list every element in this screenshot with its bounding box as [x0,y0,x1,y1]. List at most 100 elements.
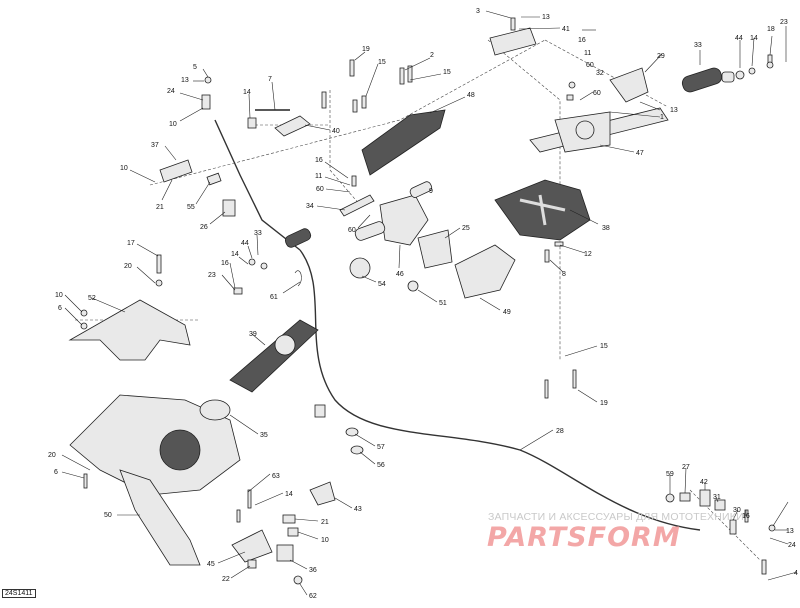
callout-14: 14 [750,35,758,42]
callout-56: 56 [377,462,385,469]
callout-40: 40 [332,128,340,135]
callout-33: 33 [694,42,702,49]
watermark-tagline: ЗАПЧАСТИ И АКСЕССУАРЫ ДЛЯ МОТОТЕХНИКИ [488,511,744,523]
callout-14: 14 [243,89,251,96]
reference-code: 24S1411 [2,589,36,598]
callout-4: 4 [794,570,798,577]
callout-60: 60 [348,227,356,234]
upper-cable [214,119,301,251]
callout-57: 57 [377,444,385,451]
callout-63: 63 [272,473,280,480]
callout-28: 28 [556,428,564,435]
callout-51: 51 [439,300,447,307]
callout-19: 19 [600,400,608,407]
callout-13: 13 [542,14,550,21]
hardware-44 [155,254,268,295]
callout-42: 42 [700,479,708,486]
callout-21: 21 [321,519,329,526]
callout-24: 24 [167,88,175,95]
throttle-block [354,181,516,299]
steering-post [199,319,364,455]
callout-6: 6 [58,305,62,312]
brake-lever [609,67,649,103]
callout-59: 59 [666,471,674,478]
cover-48 [361,109,446,176]
callout-21: 21 [156,204,164,211]
callout-52: 52 [88,295,96,302]
callout-60: 60 [316,186,324,193]
callout-15: 15 [443,69,451,76]
callout-49: 49 [503,309,511,316]
handlebar-assembly [529,107,669,153]
callout-11: 11 [584,50,591,57]
callout-35: 35 [260,432,268,439]
callout-36: 36 [309,567,317,574]
callout-8: 8 [562,271,566,278]
callout-20: 20 [124,263,132,270]
callout-33: 33 [254,230,262,237]
callout-19: 19 [362,46,370,53]
callout-23: 23 [208,272,216,279]
callout-11: 11 [315,173,322,180]
callout-50: 50 [104,512,112,519]
callout-25: 25 [462,225,470,232]
callout-38: 38 [602,225,610,232]
callout-41: 41 [562,26,570,33]
bracket-40 [274,115,311,137]
callout-18: 18 [767,26,775,33]
watermark-logo: PARTSFORM [487,522,681,553]
callout-37: 37 [151,142,159,149]
callout-39: 39 [249,331,257,338]
callout-1: 1 [660,114,664,121]
callout-55: 55 [187,204,195,211]
callout-60: 60 [593,90,601,97]
callout-61: 61 [270,294,278,301]
callout-43: 43 [354,506,362,513]
switch-37 [159,159,193,183]
callout-54: 54 [378,281,386,288]
callout-48: 48 [467,92,475,99]
bracket-52 [68,299,191,361]
callout-45: 45 [207,561,215,568]
callout-16: 16 [578,37,586,44]
callout-10: 10 [120,165,128,172]
callout-2: 2 [430,52,434,59]
callout-13: 13 [786,528,794,535]
small-parts-center [339,175,419,292]
callout-27: 27 [682,464,690,471]
callout-32: 32 [596,70,604,77]
bracket-41 [489,27,537,56]
callout-10: 10 [321,537,329,544]
callout-23: 23 [780,19,788,26]
callout-20: 20 [48,452,56,459]
right-grip [681,67,735,93]
callout-14: 14 [285,491,293,498]
callout-44: 44 [735,35,743,42]
lower-hardware [83,473,336,585]
callout-12: 12 [584,251,592,258]
callout-31: 31 [713,494,721,501]
callout-14: 14 [231,251,239,258]
callout-16: 16 [221,260,229,267]
hand-guard [494,179,591,241]
callout-17: 17 [127,240,135,247]
callout-13: 13 [670,107,678,114]
callout-10: 10 [169,121,177,128]
callout-6: 6 [54,469,58,476]
callout-26: 26 [200,224,208,231]
throttle-cable [299,249,701,531]
callout-30: 30 [733,507,741,514]
lower-right-hardware [544,241,776,575]
hardware-left [201,59,413,217]
callout-22: 22 [222,576,230,583]
callout-10: 10 [55,292,63,299]
callout-46: 46 [396,271,404,278]
callout-16: 16 [742,513,750,520]
leader-lines [61,10,798,596]
callout-15: 15 [378,59,386,66]
callout-44: 44 [241,240,249,247]
callout-labels: 3 13 41 16 11 60 32 29 33 44 14 18 23 60… [48,8,798,600]
callout-29: 29 [657,53,665,60]
